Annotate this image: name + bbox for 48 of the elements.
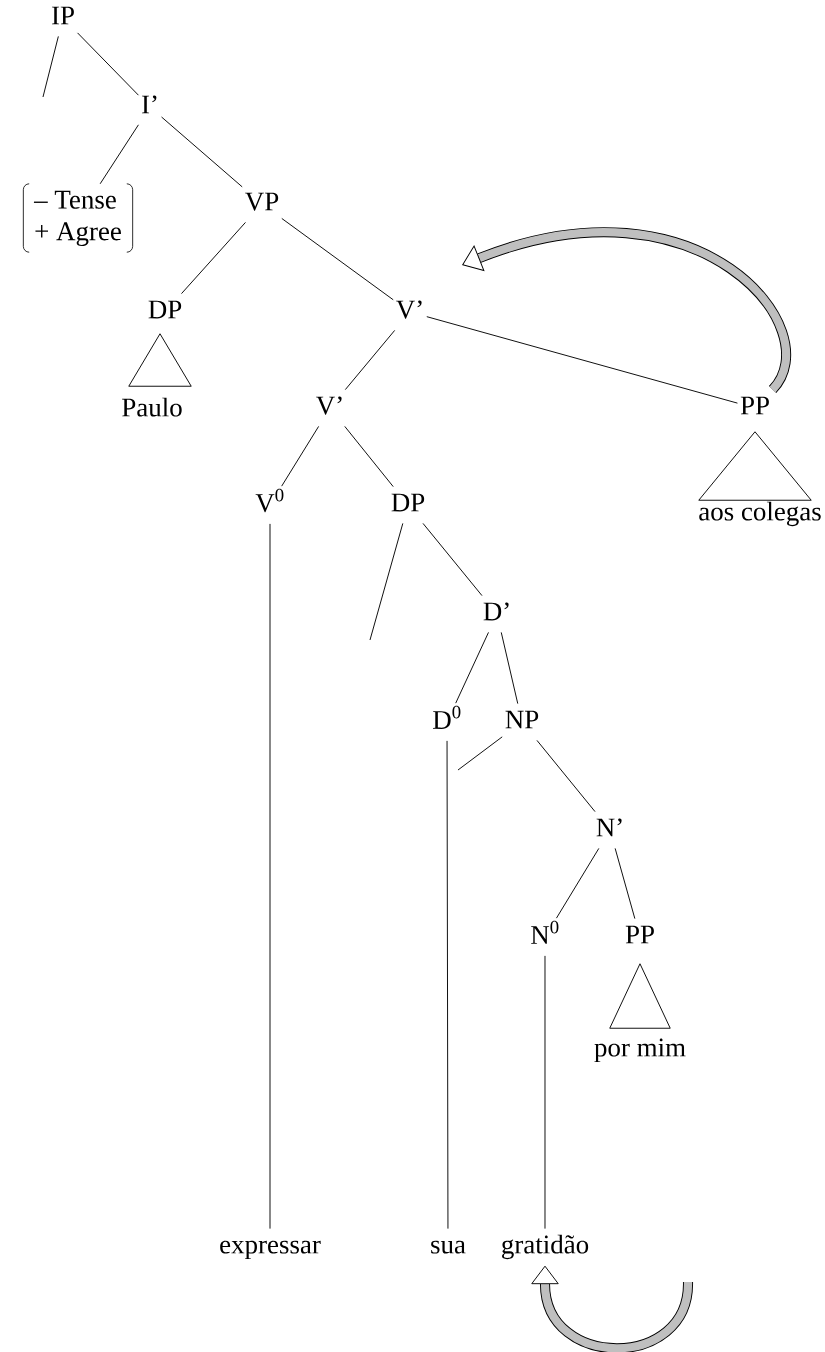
branch-line (544, 955, 546, 1230)
node-label: sua (431, 1240, 466, 1254)
node-label: PP (740, 396, 769, 415)
branch-line (344, 329, 396, 391)
branch-line (614, 847, 636, 920)
branch-line (42, 35, 59, 98)
branch-line (500, 631, 519, 705)
node-label: expressar (220, 1240, 321, 1260)
node-label: V’ (396, 300, 422, 319)
node-label: por mim (594, 1038, 686, 1063)
branch-line (536, 739, 596, 813)
branch-line (77, 32, 139, 96)
node-label: PP (625, 925, 654, 944)
node-label: V’ (316, 396, 342, 415)
branch-line (269, 523, 271, 1230)
branch-line (181, 221, 246, 295)
node-label: IP (52, 6, 74, 25)
node-label: gratidão (502, 1234, 589, 1260)
node-label: aos colegas (699, 501, 821, 527)
branch-line (556, 847, 600, 919)
branch-line (281, 425, 320, 487)
feature-matrix: – Tense + Agree (22, 183, 134, 253)
node-label: VP (245, 192, 279, 211)
node-label: Paulo (122, 397, 182, 417)
branch-line (281, 218, 394, 301)
triangle (698, 431, 812, 501)
node-label: NP (505, 710, 539, 729)
node-label: N$^{0}$ (531, 920, 559, 944)
node-label: N’ (596, 818, 622, 837)
node-label: I’ (142, 95, 157, 114)
node-label: V$^{0}$ (255, 488, 284, 513)
branch-line (99, 124, 139, 185)
triangle (128, 333, 192, 387)
node-label: DP (391, 493, 425, 512)
branch-line (161, 116, 243, 188)
movement-arrow (462, 228, 791, 393)
branch-line (455, 631, 489, 704)
node-label: D$^{0}$ (433, 705, 461, 729)
branch-line (344, 425, 394, 488)
branch-line (457, 736, 503, 771)
node-label: DP (148, 300, 182, 319)
triangle (609, 963, 671, 1029)
branch-line (369, 522, 404, 641)
branch-line (422, 522, 483, 597)
branch-line (446, 740, 449, 1230)
node-label: D’ (483, 602, 509, 621)
branch-line (426, 316, 738, 404)
movement-arrow (531, 1265, 693, 1352)
